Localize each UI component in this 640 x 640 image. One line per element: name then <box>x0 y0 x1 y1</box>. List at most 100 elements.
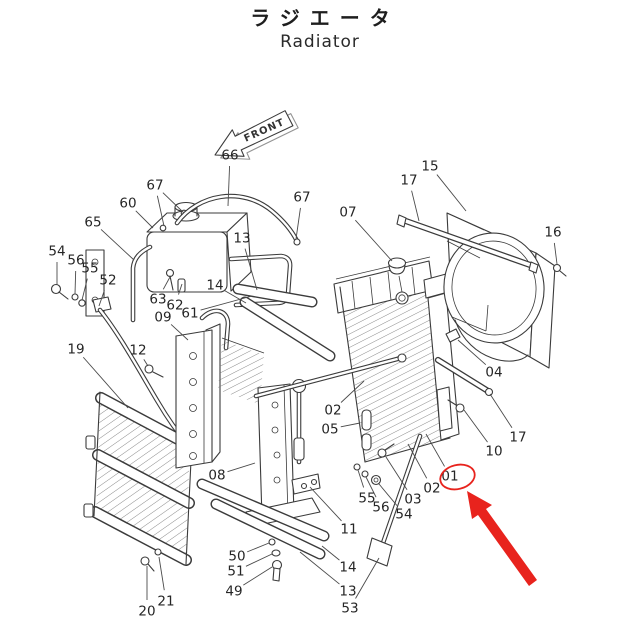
leader-line-03 <box>385 456 408 490</box>
leader-line-56 <box>365 476 377 498</box>
part-label-08: 08 <box>208 468 225 484</box>
leader-line-10 <box>463 409 488 443</box>
leader-line-66 <box>227 165 231 207</box>
washer-51 <box>271 549 281 557</box>
stay-rod-17-upper <box>396 214 539 274</box>
part-label-12: 12 <box>129 343 146 359</box>
leader-line-02 <box>407 443 428 479</box>
spacers-05 <box>361 409 372 451</box>
bolt-54 <box>370 474 382 486</box>
part-label-60: 60 <box>119 196 136 212</box>
stay-rod-17-lower <box>434 356 494 397</box>
part-label-67: 67 <box>146 178 163 194</box>
leader-line-01 <box>425 433 445 467</box>
part-label-19: 19 <box>67 342 84 358</box>
leader-lines <box>56 165 558 600</box>
part-label-02: 02 <box>324 403 341 419</box>
title-japanese: ラジエータ <box>250 6 400 30</box>
filler-neck <box>395 291 409 305</box>
part-label-62: 62 <box>166 298 183 314</box>
part-label-54: 54 <box>395 507 412 523</box>
highlight-arrow-icon <box>467 491 537 586</box>
washer-21 <box>154 548 162 556</box>
cooler-tab <box>85 435 96 450</box>
part-label-17: 17 <box>509 430 526 446</box>
part-label-51: 51 <box>227 564 244 580</box>
leader-line-13 <box>299 551 340 585</box>
pivot-pin-11 <box>291 378 307 465</box>
leader-line-05 <box>340 422 361 428</box>
part-label-13: 13 <box>339 584 356 600</box>
part-label-07: 07 <box>339 205 356 221</box>
leader-line-55 <box>81 278 88 301</box>
washer-55 <box>353 463 361 471</box>
part-label-03: 03 <box>404 492 421 508</box>
right-hardware-cluster <box>353 443 395 486</box>
leader-line-14 <box>321 545 340 561</box>
part-label-53: 53 <box>341 601 358 617</box>
part-label-10: 10 <box>485 444 502 460</box>
cooler-tab <box>83 503 94 518</box>
part-label-52: 52 <box>99 273 116 289</box>
part-label-49: 49 <box>225 584 242 600</box>
leader-line-53 <box>355 557 380 599</box>
tank-bolt <box>165 268 175 278</box>
seal-strips-lower <box>196 478 330 560</box>
washer-56 <box>361 470 369 478</box>
leader-line-21 <box>158 556 165 591</box>
reservoir-tank-drawing <box>146 201 293 308</box>
leader-line-62 <box>178 283 183 295</box>
part-label-50: 50 <box>228 549 245 565</box>
part-label-01: 01 <box>441 469 458 485</box>
leader-line-14 <box>224 290 247 304</box>
cap-screw <box>159 224 167 232</box>
leader-line-60 <box>135 210 154 229</box>
part-label-14: 14 <box>206 278 223 294</box>
leader-line-54 <box>378 483 398 506</box>
leader-line-12 <box>143 359 149 367</box>
part-label-66: 66 <box>221 148 238 164</box>
washer-56 <box>71 293 79 301</box>
overflow-hose-66 <box>174 193 301 246</box>
leader-line-19 <box>82 356 129 409</box>
part-label-56: 56 <box>67 253 84 269</box>
seal-strips-upper <box>232 283 336 362</box>
support-column-08 <box>245 383 321 527</box>
part-label-65: 65 <box>84 215 101 231</box>
part-label-20: 20 <box>138 604 155 620</box>
part-label-21: 21 <box>157 594 174 610</box>
leader-line-17 <box>411 190 420 222</box>
bolt-03 <box>377 448 387 458</box>
part-label-56: 56 <box>372 500 389 516</box>
part-label-13: 13 <box>233 231 250 247</box>
part-label-61: 61 <box>181 306 198 322</box>
highlight-annotation <box>439 463 537 586</box>
part-label-55: 55 <box>358 491 375 507</box>
part-label-17: 17 <box>400 173 417 189</box>
leader-line-67 <box>295 207 301 240</box>
leader-line-50 <box>247 542 270 553</box>
clip-04 <box>445 328 461 343</box>
bolt-20 <box>140 556 150 566</box>
leader-line-13 <box>244 248 258 291</box>
pipe-fitting <box>92 296 112 313</box>
drain-hose-65 <box>130 244 153 323</box>
leader-line-51 <box>245 553 273 567</box>
part-label-67: 67 <box>293 190 310 206</box>
support-bracket-09 <box>175 308 231 469</box>
leader-line-63 <box>162 276 171 290</box>
core-section <box>218 337 265 404</box>
part-label-55: 55 <box>81 261 98 277</box>
part-label-02: 02 <box>423 481 440 497</box>
part-label-63: 63 <box>149 292 166 308</box>
leader-line-55 <box>357 469 365 488</box>
leader-line-07 <box>355 219 393 262</box>
highlight-ellipse <box>439 463 476 491</box>
washer-50 <box>268 538 276 546</box>
leader-line-49 <box>243 566 273 586</box>
leader-line-56 <box>74 270 77 295</box>
part-label-54: 54 <box>48 244 65 260</box>
